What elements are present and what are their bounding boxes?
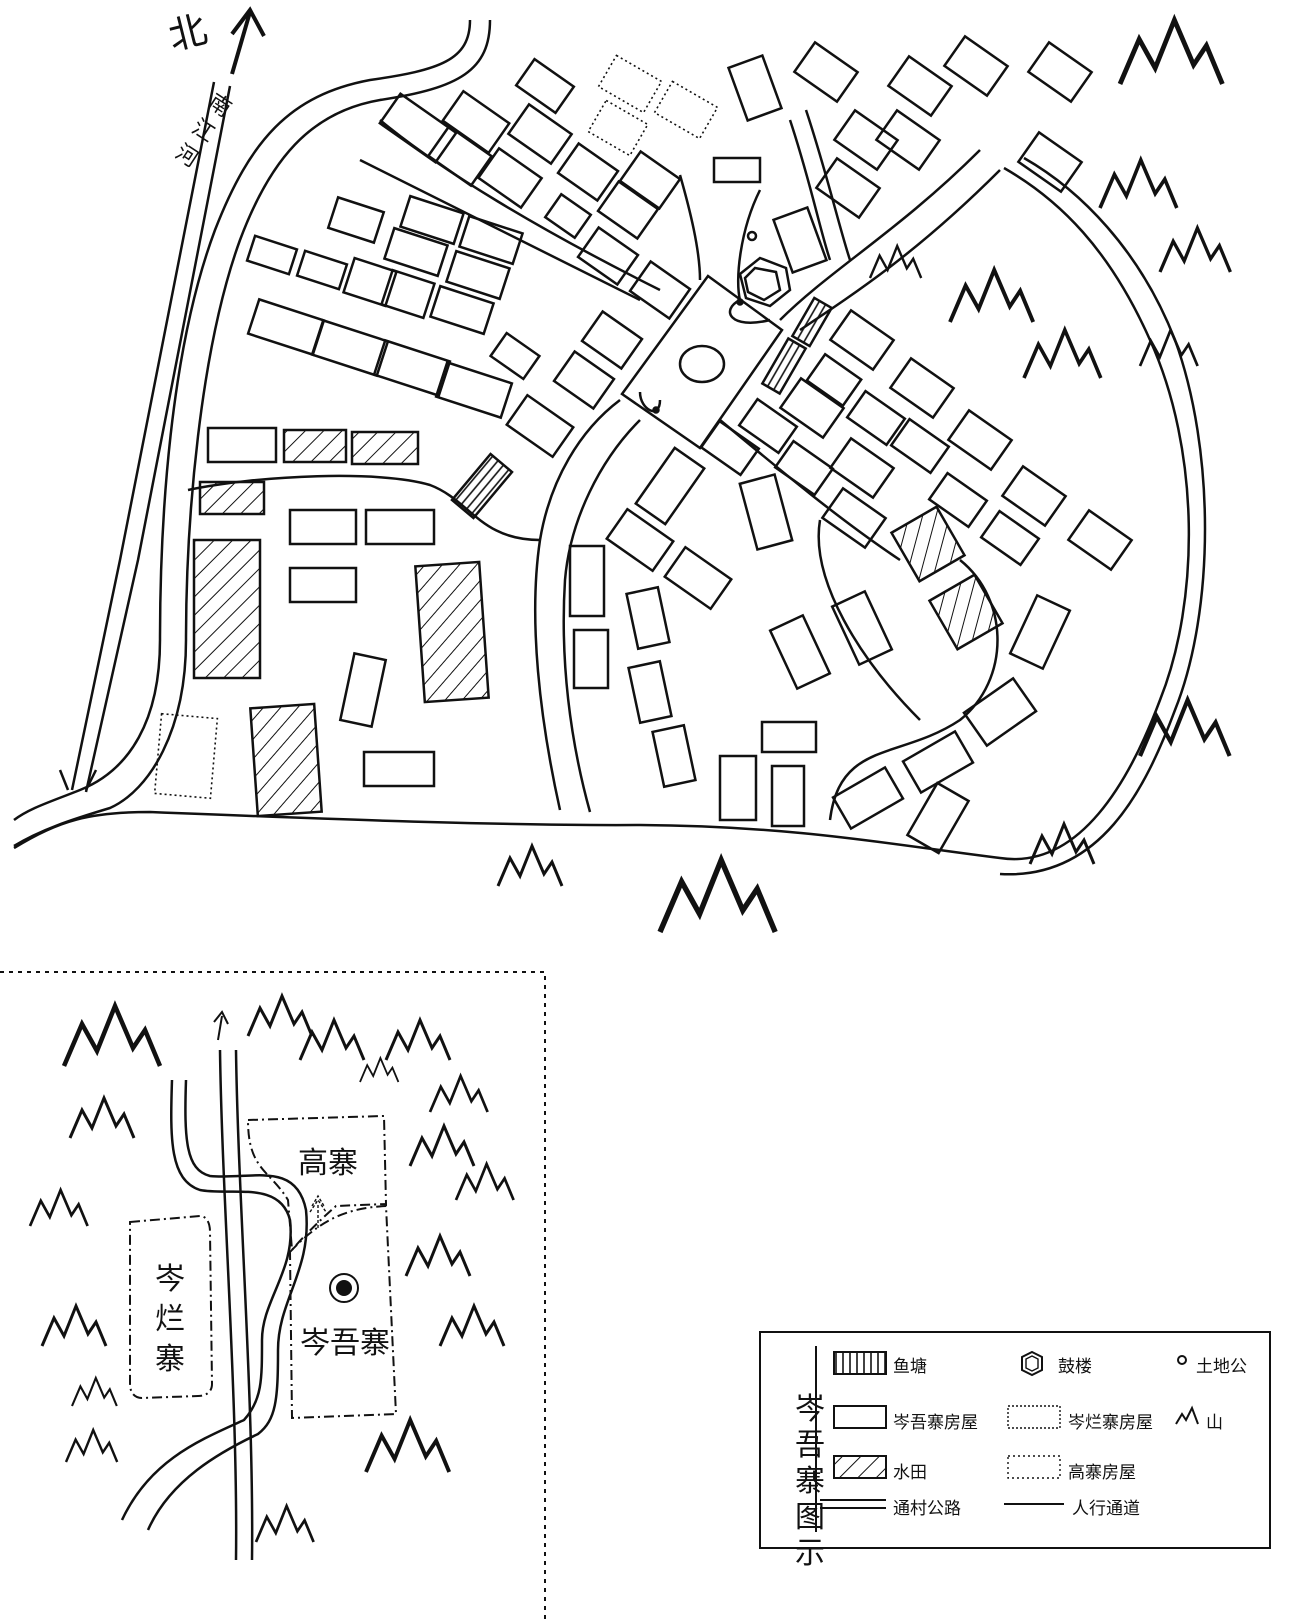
drum-tower-icon — [738, 256, 792, 308]
legend-label-earth-god: 土地公 — [1196, 1357, 1247, 1377]
mountain-icons — [496, 20, 1233, 932]
fish-pond-icon — [833, 1351, 887, 1375]
earth-god-shrine-icon — [746, 230, 758, 242]
legend-label-village-road: 通村公路 — [893, 1499, 961, 1519]
mountain-icon — [1175, 1405, 1199, 1425]
drum-tower-icon — [1021, 1350, 1043, 1377]
village-label-cenwu: 岑吾寨 — [300, 1326, 390, 1361]
legend-label-mountain: 山 — [1206, 1413, 1223, 1433]
legend-label-drum-tower: 鼓楼 — [1058, 1357, 1092, 1377]
paddy-field-icon — [833, 1455, 887, 1479]
cenwu-houses — [206, 34, 1134, 855]
legend-label-gaozhai-house: 高寨房屋 — [1068, 1463, 1136, 1483]
legend-box — [759, 1331, 1271, 1549]
earth-god-shrine-icon — [736, 298, 744, 306]
legend-label-cenwu-house: 岑吾寨房屋 — [893, 1413, 978, 1433]
earth-god-shrine-icon — [1177, 1355, 1187, 1365]
inset-mountain-icons — [28, 994, 515, 1544]
inset-map — [0, 971, 546, 1622]
fish-ponds — [450, 296, 834, 520]
village-road — [58, 81, 232, 793]
earth-god-shrine-icon — [652, 406, 660, 414]
legend-label-paddy-field: 水田 — [893, 1463, 927, 1483]
gaozhai-house-icon — [1007, 1455, 1061, 1479]
cenwu-house-icon — [833, 1405, 887, 1429]
legend-label-cenlan-house: 岑烂寨房屋 — [1068, 1413, 1153, 1433]
village-boundary — [13, 156, 1207, 876]
plaza-pond — [678, 344, 726, 384]
village-center-icon — [336, 1280, 352, 1296]
legend-label-footpath: 人行通道 — [1072, 1499, 1140, 1519]
legend-label-fish-pond: 鱼塘 — [893, 1357, 927, 1377]
north-arrow-icon — [230, 6, 266, 75]
cenlan-house-icon — [1007, 1405, 1061, 1429]
paddy-fields — [192, 428, 1005, 818]
village-label-gaozhai: 高寨 — [298, 1146, 358, 1181]
river — [13, 19, 492, 848]
legend-title: 岑吾寨图示 — [795, 1392, 825, 1571]
village-label-cenlan: 岑烂寨 — [155, 1262, 185, 1377]
